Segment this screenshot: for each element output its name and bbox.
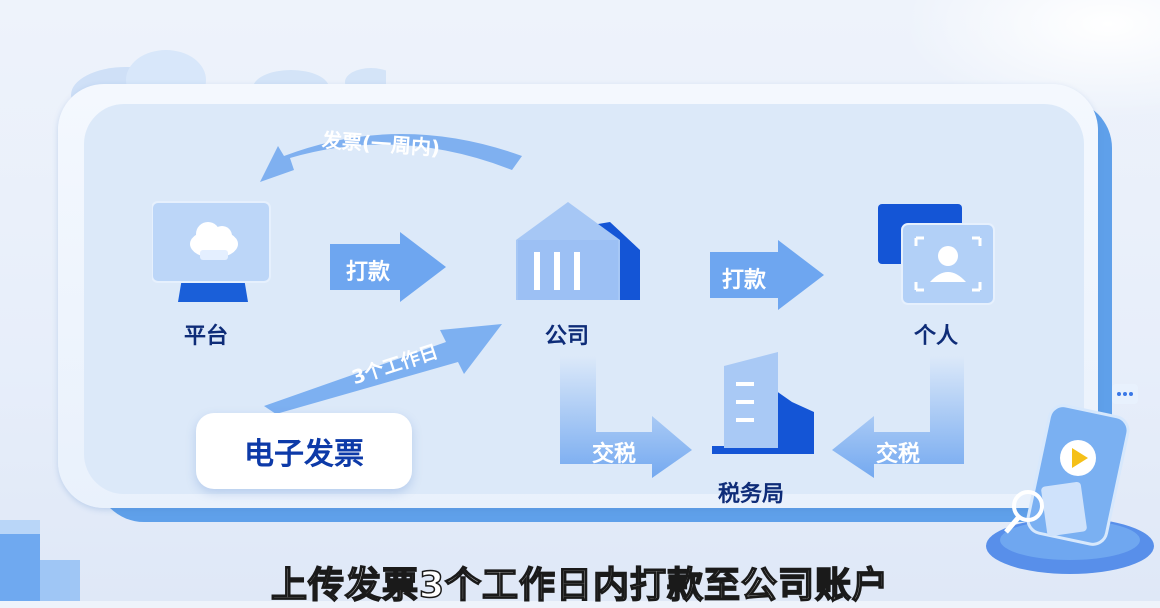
company-building-icon [516,202,640,300]
individual-id-card-icon [878,204,995,305]
label-pay-company-individual: 打款 [722,268,767,293]
e-invoice-box: 电子发票 [196,413,412,489]
subtitle-caption: 上传发票3个工作日内打款至公司账户 [270,564,890,607]
phone-illustration-icon [986,384,1154,574]
arrow-pay-platform-company [330,232,446,302]
node-individual-label: 个人 [914,324,959,349]
arrow-invoice-week [260,134,522,182]
tax-bureau-building-icon [712,352,814,454]
label-tax-company: 交税 [592,442,637,467]
decor-blocks-icon [0,520,80,601]
platform-monitor-icon [152,201,271,302]
node-tax-bureau-label: 税务局 [718,482,785,507]
label-pay-platform-company: 打款 [346,260,391,285]
arrow-tax-company [560,356,692,478]
label-tax-individual: 交税 [876,442,921,467]
arrow-pay-company-individual [710,240,824,310]
arrow-tax-individual [832,356,964,478]
arrow-three-workdays [264,324,502,414]
node-platform-label: 平台 [184,324,229,349]
node-company-label: 公司 [545,324,590,349]
